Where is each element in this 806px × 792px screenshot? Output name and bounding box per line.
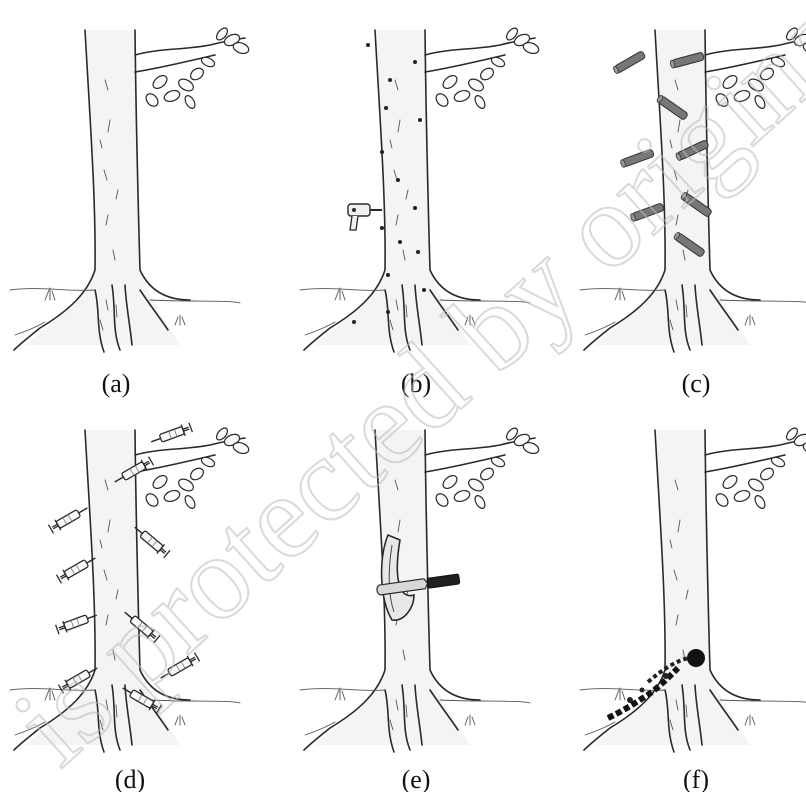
panel-label-d: (d): [115, 765, 145, 792]
syringe-icon: [149, 422, 193, 448]
drill-icon: [348, 204, 382, 230]
syringe-icon: [48, 503, 90, 534]
panel-a: (a): [10, 26, 250, 398]
panel-label-e: (e): [402, 765, 431, 792]
panel-f: (f): [580, 426, 806, 792]
panel-label-f: (f): [683, 765, 709, 792]
panel-label-a: (a): [102, 369, 131, 398]
tree-icon: [10, 26, 250, 352]
panel-label-c: (c): [682, 369, 711, 398]
tree-icon: [580, 426, 806, 752]
